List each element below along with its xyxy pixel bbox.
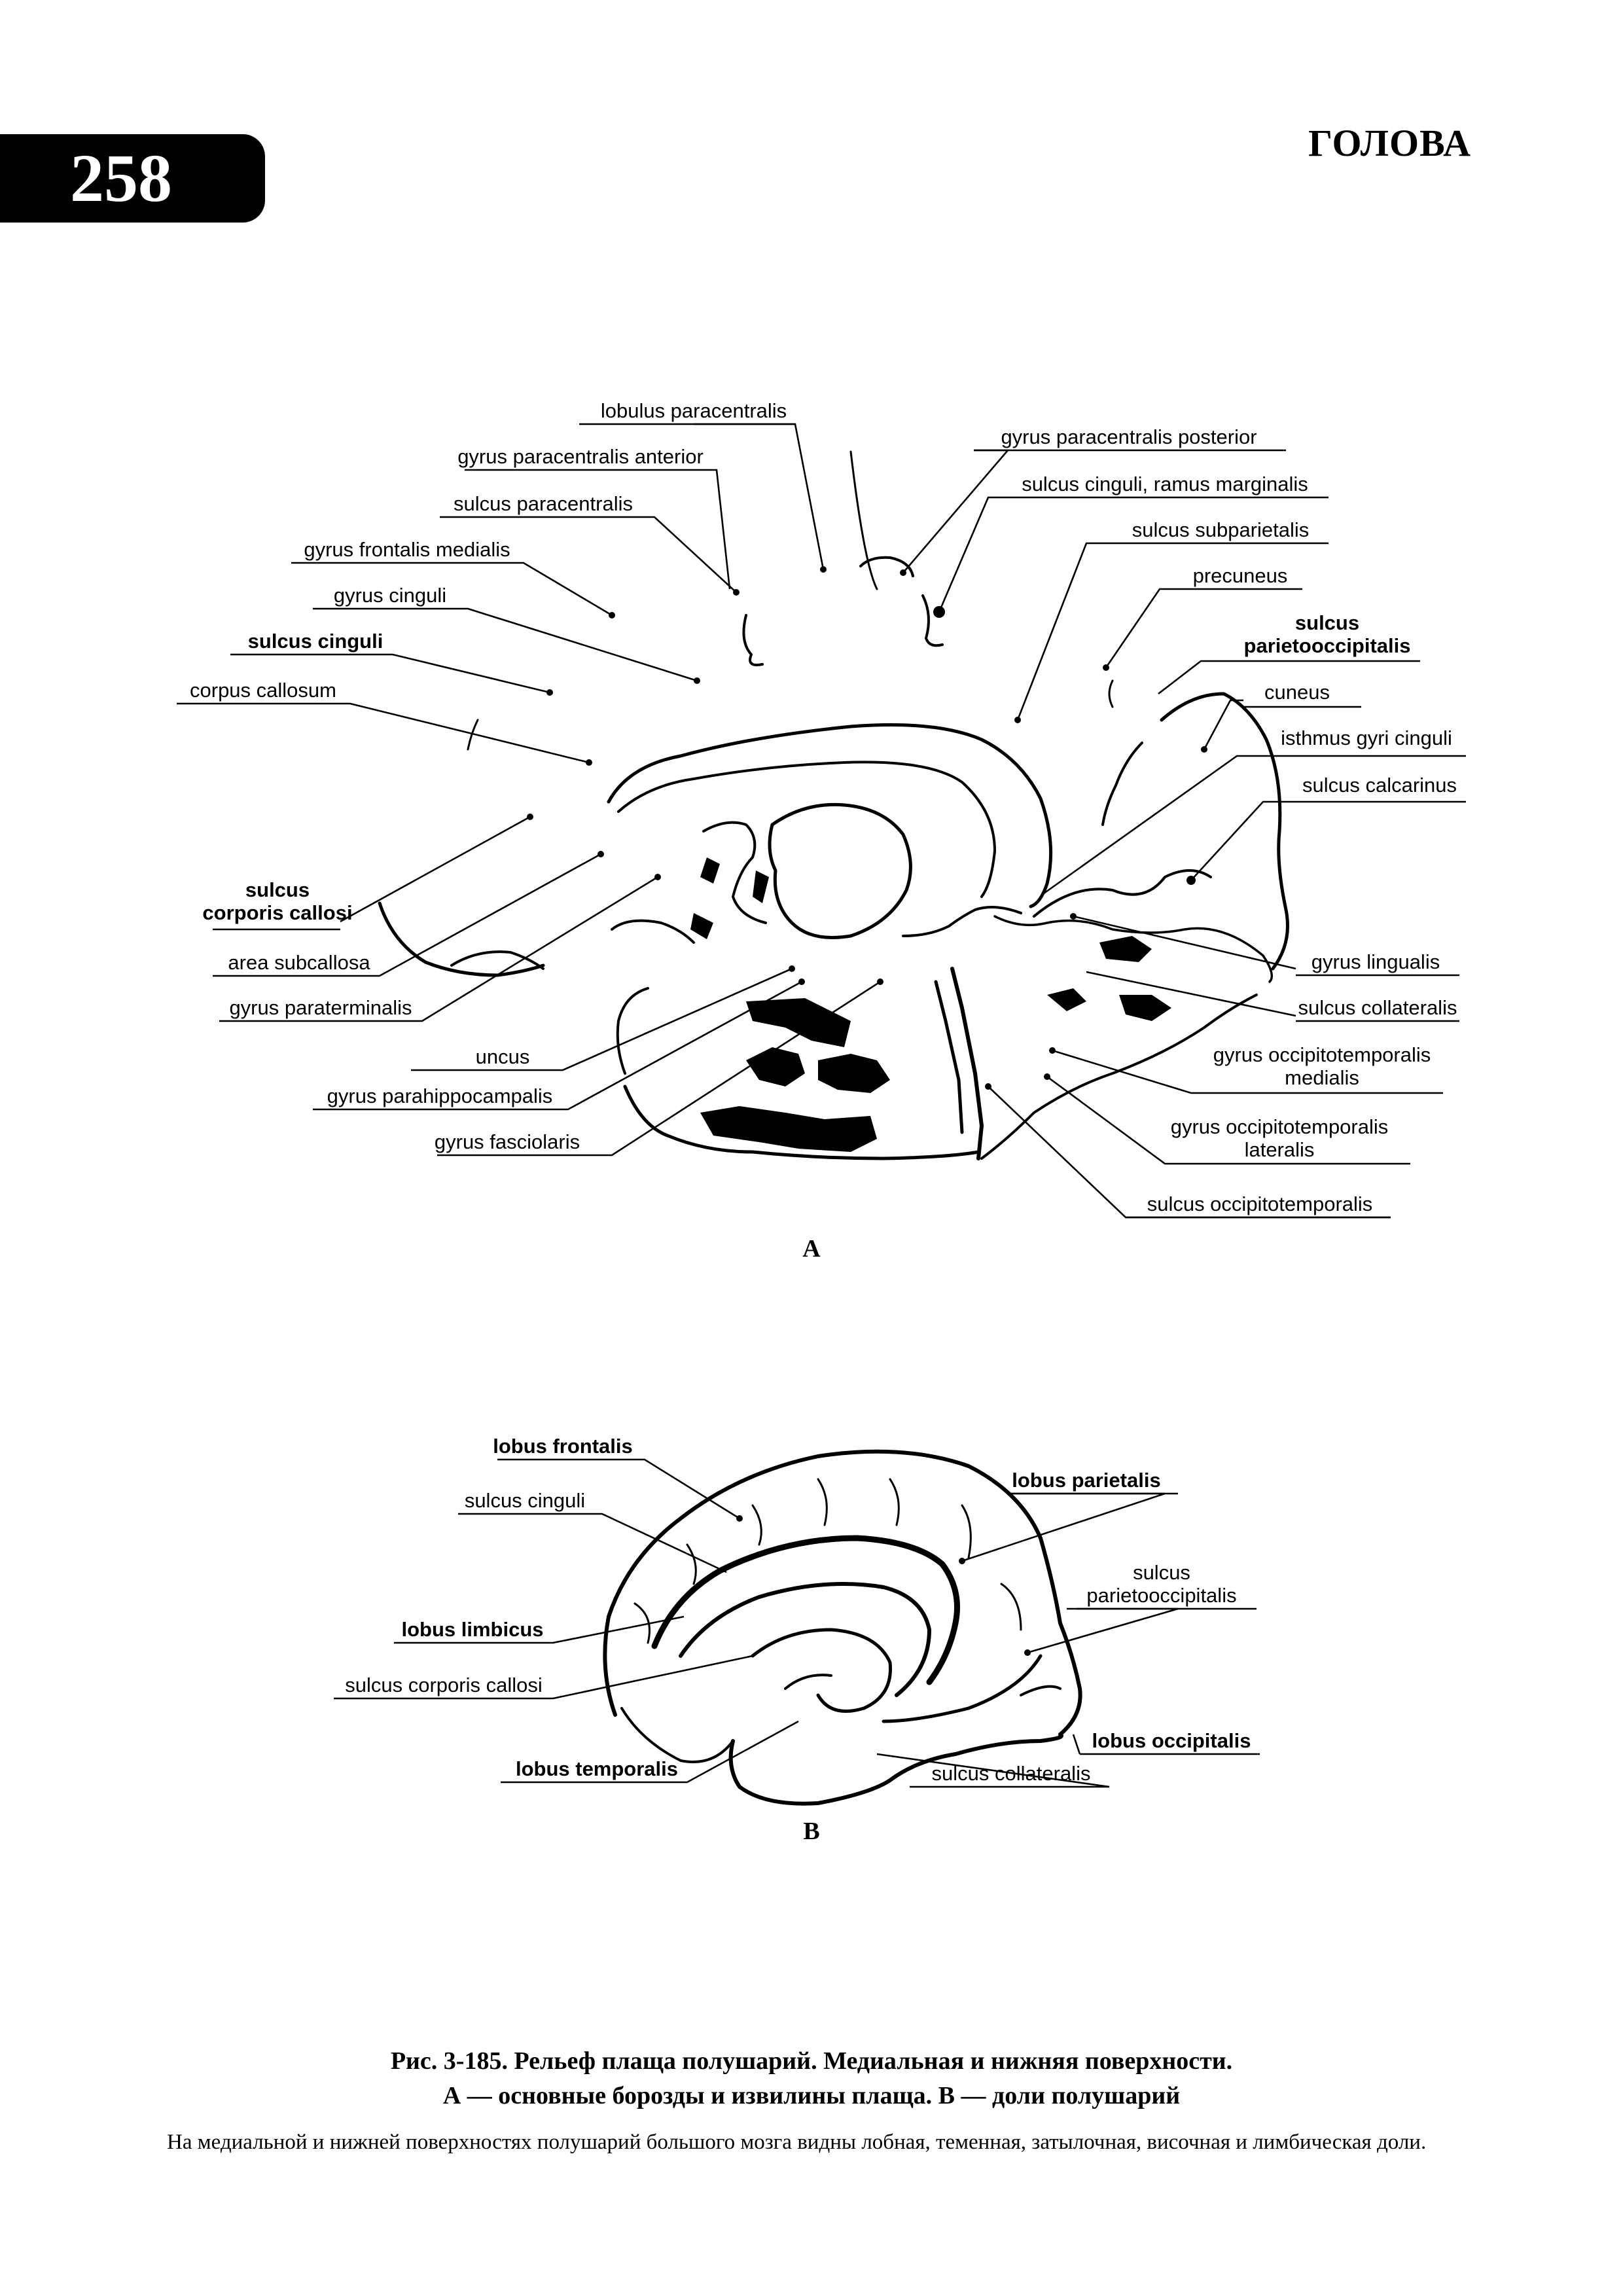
label-lobus-parietalis: lobus parietalis xyxy=(1012,1469,1160,1492)
label-sulcus-subparietalis: sulcus subparietalis xyxy=(1132,518,1310,541)
label-lobus-temporalis: lobus temporalis xyxy=(516,1757,678,1780)
label-sulcus-cinguli: sulcus cinguli xyxy=(248,630,383,653)
label-area-subcallosa: area subcallosa xyxy=(228,951,370,974)
label-gyrus-occipitotemporalis-medialis-line1: gyrus occipitotemporalis xyxy=(1213,1043,1431,1066)
label-sulcus-corporis-callosi-line1: sulcus xyxy=(245,878,310,901)
label-sulcus-parietooccipitalis-line1: sulcus xyxy=(1295,611,1359,634)
label-cuneus: cuneus xyxy=(1264,681,1330,704)
label-precuneus: precuneus xyxy=(1193,564,1288,587)
label-isthmus-gyri-cinguli: isthmus gyri cinguli xyxy=(1281,726,1452,749)
label-sulcus-cinguli-ramus-marginalis: sulcus cinguli, ramus marginalis xyxy=(1022,473,1308,495)
pointer-dots-b xyxy=(736,1515,1031,1656)
pointer-dots-a xyxy=(527,566,1207,1090)
label-b-sulcus-parietooccipitalis-line1: sulcus xyxy=(1133,1561,1190,1584)
label-sulcus-corporis-callosi-line2: corporis callosi xyxy=(202,901,352,924)
label-gyrus-frontalis-medialis: gyrus frontalis medialis xyxy=(304,538,510,561)
label-gyrus-paracentralis-posterior: gyrus paracentralis posterior xyxy=(1001,425,1257,448)
label-gyrus-lingualis: gyrus lingualis xyxy=(1311,950,1440,973)
caption-subtitle: А — основные борозды и извилины плаща. В… xyxy=(442,2082,1181,2109)
caption-text: На медиальной и нижней поверхностях полу… xyxy=(167,2130,1427,2154)
brain-illustration-b xyxy=(603,1449,1082,1806)
label-lobus-frontalis: lobus frontalis xyxy=(493,1435,633,1458)
label-corpus-callosum: corpus callosum xyxy=(190,679,336,702)
label-sulcus-parietooccipitalis-line2: parietooccipitalis xyxy=(1244,634,1411,657)
page-number: 258 xyxy=(70,141,172,216)
label-lobus-limbicus: lobus limbicus xyxy=(401,1618,543,1641)
caption-title: Рис. 3-185. Рельеф плаща полушарий. Меди… xyxy=(390,2047,1233,2075)
label-sulcus-collateralis: sulcus collateralis xyxy=(1298,996,1457,1019)
label-b-sulcus-corporis-callosi: sulcus corporis callosi xyxy=(345,1674,543,1696)
page-number-tab xyxy=(0,134,265,223)
labels-b: lobus frontalis sulcus cinguli lobus lim… xyxy=(345,1435,1251,1785)
leader-lines-a xyxy=(177,423,1466,1219)
label-sulcus-occipitotemporalis: sulcus occipitotemporalis xyxy=(1147,1193,1373,1215)
label-b-sulcus-collateralis: sulcus collateralis xyxy=(932,1762,1091,1785)
section-title: ГОЛОВА xyxy=(1308,122,1471,164)
label-gyrus-paraterminalis: gyrus paraterminalis xyxy=(229,996,412,1019)
leader-lines-b xyxy=(334,1458,1260,1788)
label-gyrus-occipitotemporalis-lateralis-line1: gyrus occipitotemporalis xyxy=(1171,1115,1389,1138)
label-b-sulcus-parietooccipitalis-line2: parietooccipitalis xyxy=(1086,1584,1236,1607)
label-sulcus-calcarinus: sulcus calcarinus xyxy=(1302,774,1457,797)
label-gyrus-cinguli: gyrus cinguli xyxy=(334,584,446,607)
label-lobulus-paracentralis: lobulus paracentralis xyxy=(601,399,787,422)
labels-a: lobulus paracentralis gyrus paracentrali… xyxy=(190,399,1457,1215)
label-sulcus-paracentralis: sulcus paracentralis xyxy=(454,492,633,515)
label-gyrus-occipitotemporalis-lateralis-line2: lateralis xyxy=(1245,1138,1315,1161)
label-gyrus-fasciolaris: gyrus fasciolaris xyxy=(435,1130,580,1153)
figure-b: lobus frontalis sulcus cinguli lobus lim… xyxy=(334,1435,1260,1845)
label-b-sulcus-cinguli: sulcus cinguli xyxy=(465,1489,585,1512)
label-uncus: uncus xyxy=(476,1045,530,1068)
label-gyrus-parahippocampalis: gyrus parahippocampalis xyxy=(327,1085,553,1107)
label-gyrus-paracentralis-anterior: gyrus paracentralis anterior xyxy=(457,445,704,468)
figure-a-letter: А xyxy=(802,1235,821,1263)
figure-b-letter: В xyxy=(803,1818,819,1845)
label-lobus-occipitalis: lobus occipitalis xyxy=(1092,1729,1251,1752)
figure-a: lobulus paracentralis gyrus paracentrali… xyxy=(177,399,1466,1263)
label-gyrus-occipitotemporalis-medialis-line2: medialis xyxy=(1285,1066,1359,1089)
